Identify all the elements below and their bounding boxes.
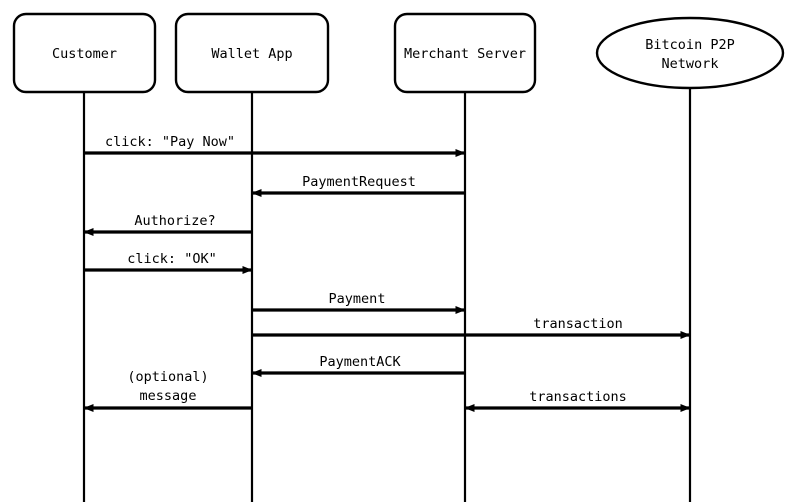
message-authorize[interactable]: Authorize? [83, 213, 252, 236]
participant-bitcoin-network-ellipse[interactable] [595, 16, 785, 90]
message-click-pay-now-label: click: "Pay Now" [105, 134, 235, 150]
message-click-ok-label: click: "OK" [127, 251, 216, 267]
message-optional-message-label-line1: (optional) [127, 369, 208, 385]
message-click-ok[interactable]: click: "OK" [84, 251, 253, 274]
participant-customer[interactable]: Customer [12, 12, 157, 94]
participant-bitcoin-network-label-line2: Network [662, 56, 719, 72]
participant-bitcoin-network-label-line1: Bitcoin P2P [645, 37, 734, 53]
messages-group: click: "Pay Now" PaymentRequest Authoriz… [83, 134, 691, 412]
message-optional-message-label-line2: message [140, 388, 197, 404]
participant-bitcoin-network[interactable]: Bitcoin P2P Network [595, 16, 785, 90]
lifelines-group [82, 88, 692, 502]
participant-wallet-app-box[interactable] [174, 12, 330, 94]
participant-wallet-app[interactable]: Wallet App [174, 12, 330, 94]
message-transactions[interactable]: transactions [464, 389, 691, 412]
participant-customer-box[interactable] [12, 12, 157, 94]
message-click-pay-now[interactable]: click: "Pay Now" [84, 134, 466, 157]
message-payment-request-label: PaymentRequest [302, 174, 416, 190]
participant-merchant-server-box[interactable] [393, 12, 537, 94]
participants-group: Customer Wallet App Merchant Server Bitc… [12, 12, 785, 94]
message-payment-label: Payment [329, 291, 386, 307]
participant-customer-label: Customer [52, 46, 117, 62]
participant-merchant-server-label: Merchant Server [404, 46, 526, 62]
message-payment[interactable]: Payment [252, 291, 466, 314]
participant-wallet-app-label: Wallet App [211, 46, 292, 62]
message-optional-message[interactable]: (optional) message [83, 369, 252, 412]
message-payment-ack-label: PaymentACK [319, 354, 401, 370]
message-payment-ack[interactable]: PaymentACK [251, 354, 465, 377]
message-authorize-label: Authorize? [134, 213, 215, 229]
participant-merchant-server[interactable]: Merchant Server [393, 12, 537, 94]
message-transactions-label: transactions [529, 389, 627, 405]
message-transaction-label: transaction [533, 316, 622, 332]
message-transaction[interactable]: transaction [252, 316, 691, 339]
message-payment-request[interactable]: PaymentRequest [251, 174, 465, 197]
